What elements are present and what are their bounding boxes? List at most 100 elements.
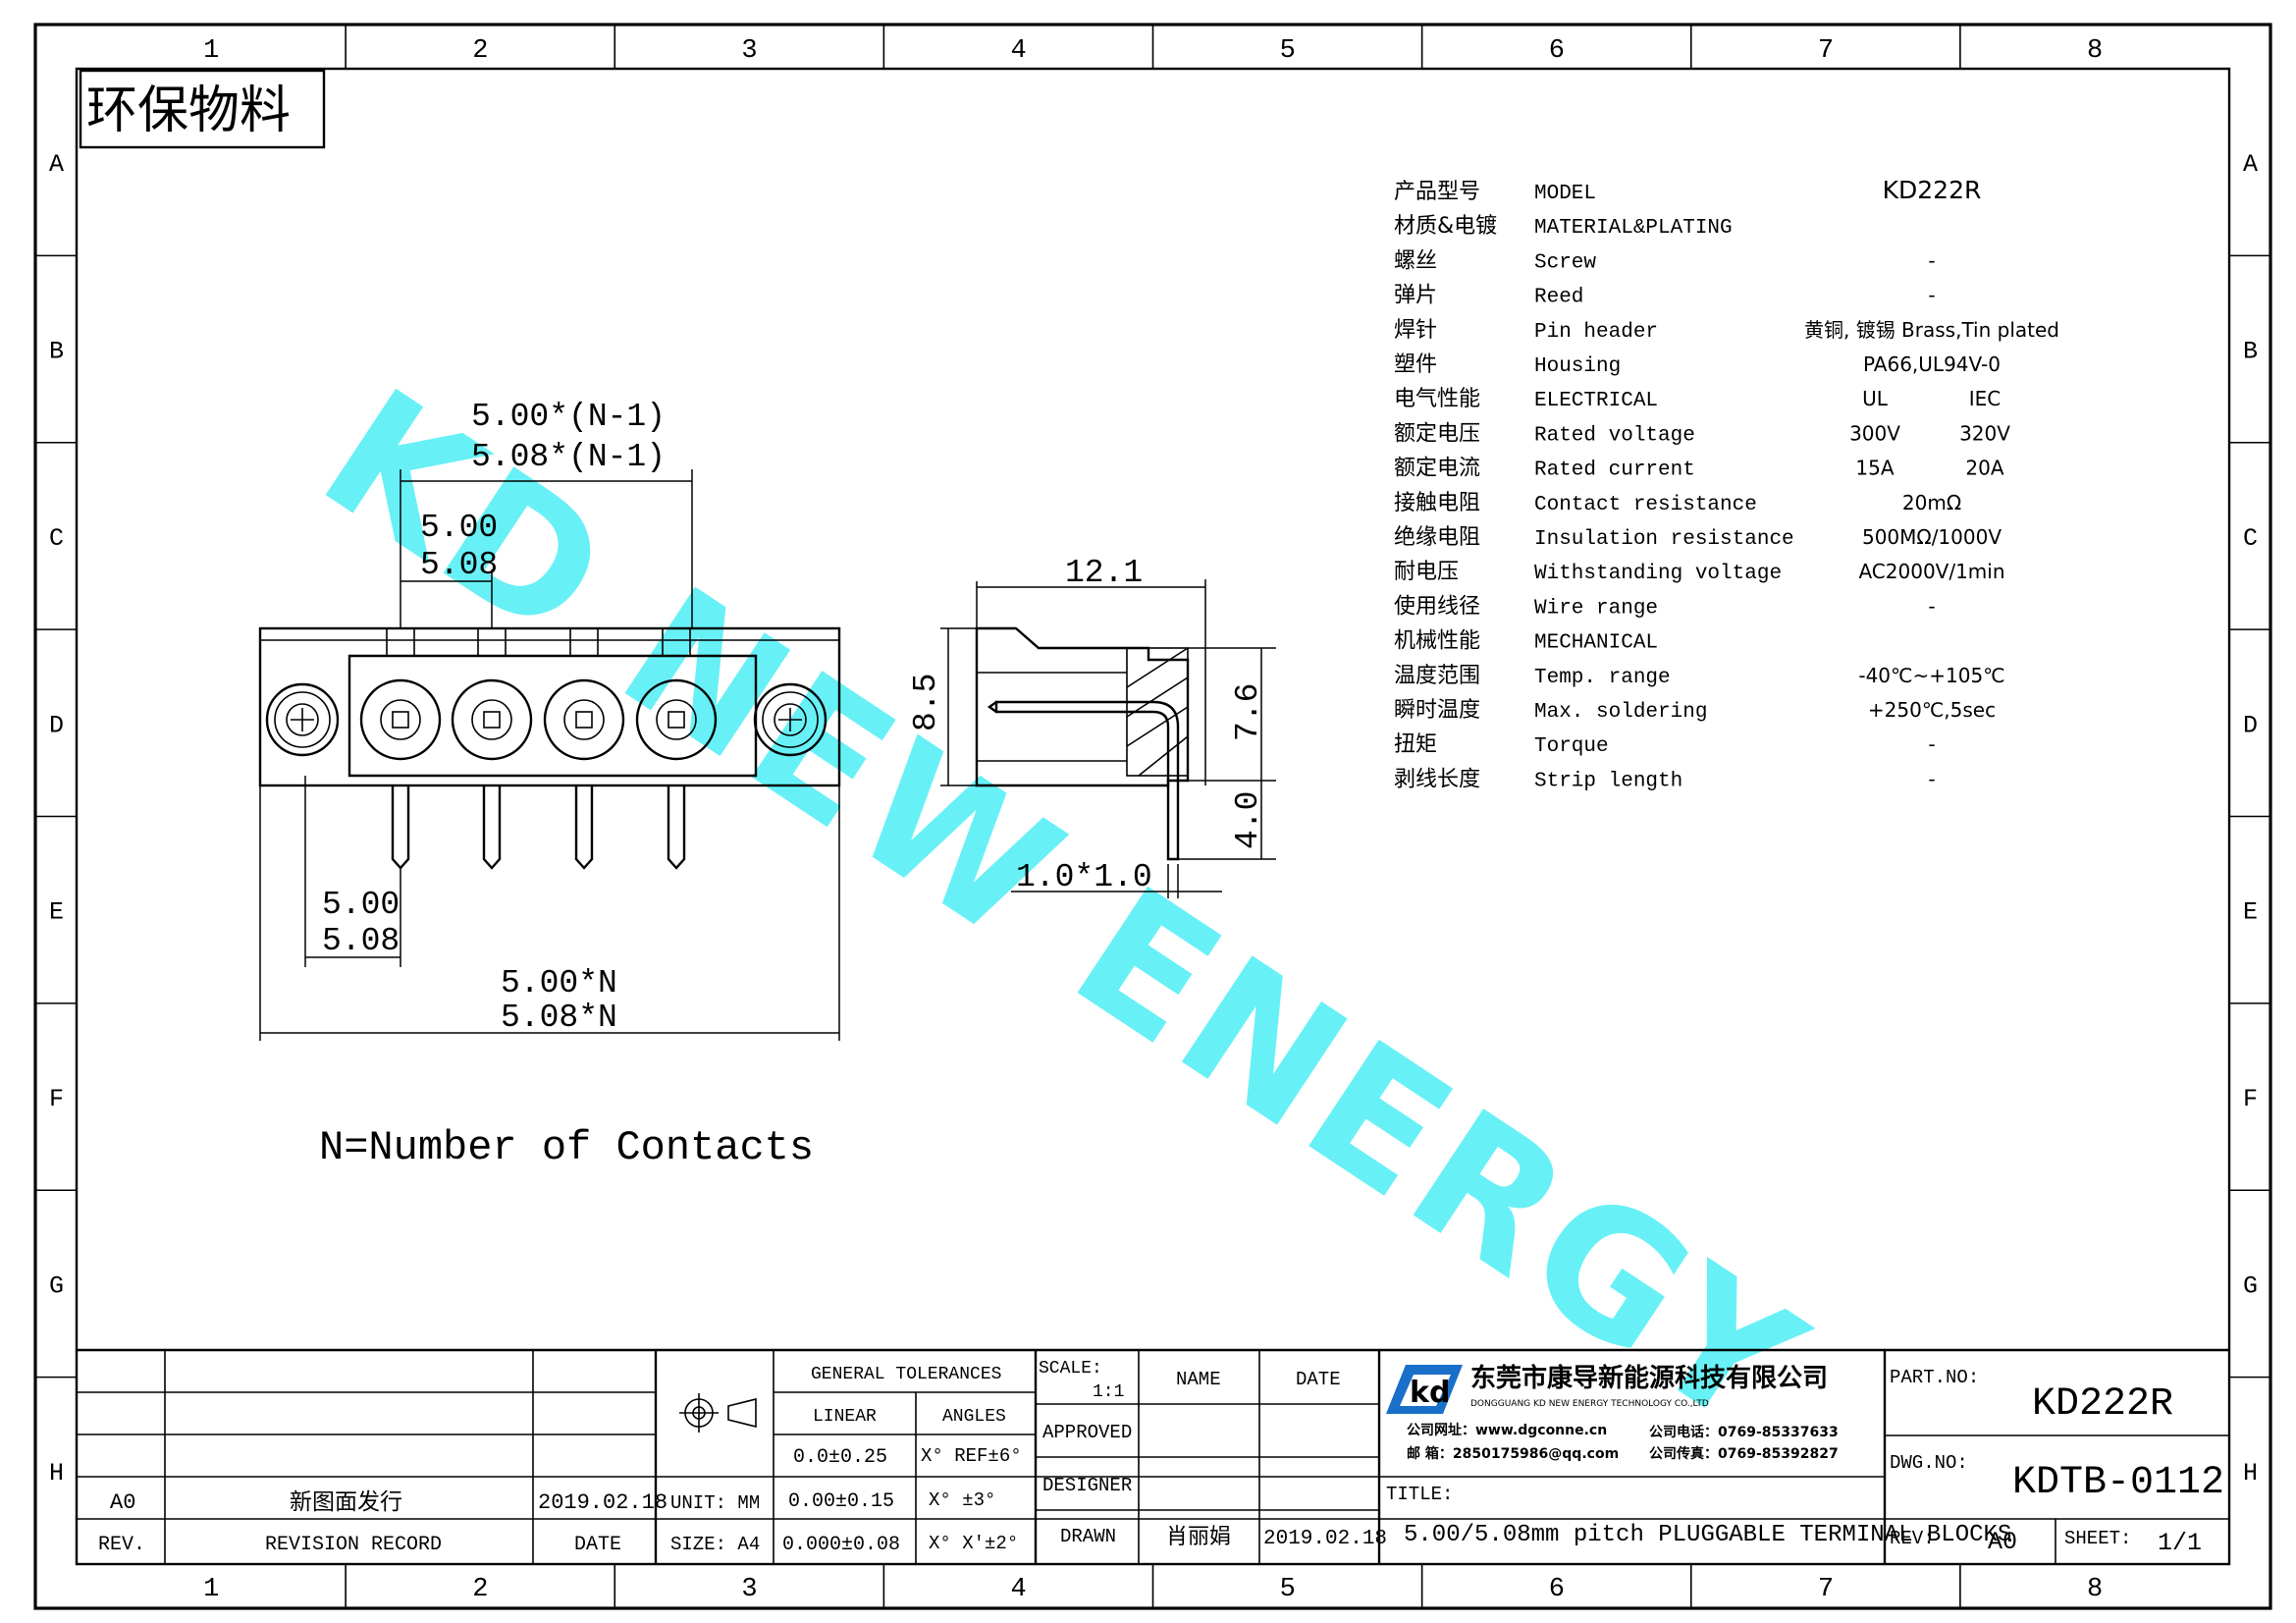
contact-2 xyxy=(451,678,533,761)
zone-row-left: F xyxy=(49,1085,64,1113)
title-block: A0 新图面发行 2019.02.18 REV. REVISION RECORD… xyxy=(77,1348,2229,1564)
rev-value: A0 xyxy=(1988,1528,2017,1556)
spec-value: PA66,UL94V-0 xyxy=(1863,352,2001,376)
zone-row-right: B xyxy=(2243,338,2258,366)
spec-value: +250℃,5sec xyxy=(1868,698,1996,722)
zone-col-top: 6 xyxy=(1549,36,1565,66)
company-email: 邮 箱：2850175986@qq.com xyxy=(1407,1445,1619,1462)
spec-value: 15A xyxy=(1855,457,1894,480)
spec-en: Screw xyxy=(1534,251,1596,274)
spec-value: 500MΩ/1000V xyxy=(1862,525,2002,549)
spec-value: KD222R xyxy=(1883,176,1982,204)
spec-value: - xyxy=(1928,732,1935,756)
zone-col-bottom: 7 xyxy=(1818,1575,1834,1604)
ang-2: X° ±3° xyxy=(929,1489,995,1511)
watermark: KD NEW ENERGY xyxy=(290,351,1839,1471)
approved: APPROVED xyxy=(1042,1422,1132,1443)
spec-value: 20mΩ xyxy=(1902,491,1961,514)
scale-label: SCALE: xyxy=(1039,1359,1102,1379)
company-web: 公司网址：www.dgconne.cn xyxy=(1407,1422,1607,1438)
spec-en: Max. soldering xyxy=(1534,701,1707,724)
zone-col-bottom: 8 xyxy=(2087,1575,2103,1604)
date-hdr: DATE xyxy=(574,1534,621,1556)
spec-value: AC2000V/1min xyxy=(1858,560,2004,583)
title-label: TITLE: xyxy=(1386,1484,1453,1505)
spec-en: Withstanding voltage xyxy=(1534,563,1782,585)
spec-cn: 接触电阻 xyxy=(1394,491,1480,515)
record-hdr: REVISION RECORD xyxy=(265,1534,442,1556)
designer: DESIGNER xyxy=(1042,1475,1132,1496)
spec-value: UL xyxy=(1862,387,1889,410)
scale-value: 1:1 xyxy=(1093,1382,1124,1402)
spec-cn: 额定电流 xyxy=(1394,457,1480,481)
spec-value-2: 320V xyxy=(1959,421,2010,445)
spec-en: Strip length xyxy=(1534,770,1682,792)
spec-en: MECHANICAL xyxy=(1534,632,1658,655)
spec-cn: 弹片 xyxy=(1394,284,1437,308)
watermark-text: KD NEW ENERGY xyxy=(290,351,1839,1471)
zone-row-right: G xyxy=(2243,1271,2258,1300)
spec-value: - xyxy=(1928,248,1935,272)
zone-col-top: 2 xyxy=(472,36,488,66)
part-number: KD222R xyxy=(2032,1382,2173,1427)
zone-row-right: F xyxy=(2243,1085,2258,1113)
spec-cn: 使用线径 xyxy=(1394,594,1480,619)
zone-row-left: A xyxy=(49,150,64,179)
spec-en: Torque xyxy=(1534,735,1609,758)
zone-row-right: H xyxy=(2243,1459,2258,1488)
drawn-name: 肖丽娟 xyxy=(1166,1525,1231,1549)
name-hdr: NAME xyxy=(1176,1369,1221,1390)
zone-col-bottom: 1 xyxy=(203,1575,219,1604)
ang-1: X° REF±6° xyxy=(921,1445,1022,1467)
zone-col-top: 8 xyxy=(2087,36,2103,66)
eco-label: 环保物料 xyxy=(79,69,326,149)
angles-hdr: ANGLES xyxy=(942,1407,1006,1427)
spec-en: Housing xyxy=(1534,355,1621,378)
zone-col-bottom: 4 xyxy=(1010,1575,1026,1604)
projection-symbol-icon xyxy=(679,1393,757,1433)
front-dimensions: 5.00*(N-1) 5.08*(N-1) 5.00 5.08 5.00 5.0… xyxy=(259,399,840,1041)
spec-en: Rated voltage xyxy=(1534,424,1695,447)
spec-en: Temp. range xyxy=(1534,667,1671,689)
zone-col-bottom: 5 xyxy=(1280,1575,1296,1604)
zone-col-bottom: 2 xyxy=(472,1575,488,1604)
dim-width: 12.1 xyxy=(1065,555,1143,591)
spec-en: Wire range xyxy=(1534,597,1658,620)
spec-cn: 耐电压 xyxy=(1394,560,1459,584)
zone-row-left: C xyxy=(49,524,64,553)
spec-en: Pin header xyxy=(1534,321,1658,344)
spec-cn: 扭矩 xyxy=(1394,732,1437,757)
spec-cn: 瞬时温度 xyxy=(1394,698,1480,723)
eco-label-text: 环保物料 xyxy=(86,81,291,140)
dim-pitch-b: 5.08 xyxy=(420,547,498,583)
drawing-title: 5.00/5.08mm pitch PLUGGABLE TERMINAL BLO… xyxy=(1404,1522,2011,1548)
side-dimensions: 12.1 8.5 7.6 4.0 1.0*1.0 xyxy=(908,555,1276,898)
front-view xyxy=(258,626,841,870)
dim-total-a: 5.00*N xyxy=(501,965,617,1001)
spec-cn: 塑件 xyxy=(1394,352,1437,377)
spec-cn: 温度范围 xyxy=(1394,664,1480,688)
company-phone: 公司电话：0769-85337633 xyxy=(1649,1424,1839,1440)
zone-col-bottom: 3 xyxy=(741,1575,757,1604)
zone-col-top: 7 xyxy=(1818,36,1834,66)
ang-3: X° X'±2° xyxy=(929,1533,1018,1554)
zone-col-top: 5 xyxy=(1280,36,1296,66)
sheet-label: SHEET: xyxy=(2064,1528,2131,1549)
zone-row-left: D xyxy=(49,711,64,739)
dim-edge-a: 5.00 xyxy=(322,887,400,923)
dim-edge-b: 5.08 xyxy=(322,923,400,959)
contact-3 xyxy=(543,678,625,761)
spec-cn: 材质&电镀 xyxy=(1394,214,1497,239)
dim-pin-len: 4.0 xyxy=(1230,791,1266,849)
spec-value: 黄铜, 镀锡 Brass,Tin plated xyxy=(1804,318,2059,342)
zone-col-top: 4 xyxy=(1010,36,1026,66)
spec-en: Reed xyxy=(1534,287,1583,309)
contact-4 xyxy=(635,678,718,761)
rev-label: REV: xyxy=(1890,1528,1935,1549)
lin-3: 0.000±0.08 xyxy=(782,1534,900,1556)
dim-total-b: 5.08*N xyxy=(501,1000,617,1036)
spec-en: ELECTRICAL xyxy=(1534,390,1658,412)
company-name-cn: 东莞市康导新能源科技有限公司 xyxy=(1470,1363,1828,1393)
